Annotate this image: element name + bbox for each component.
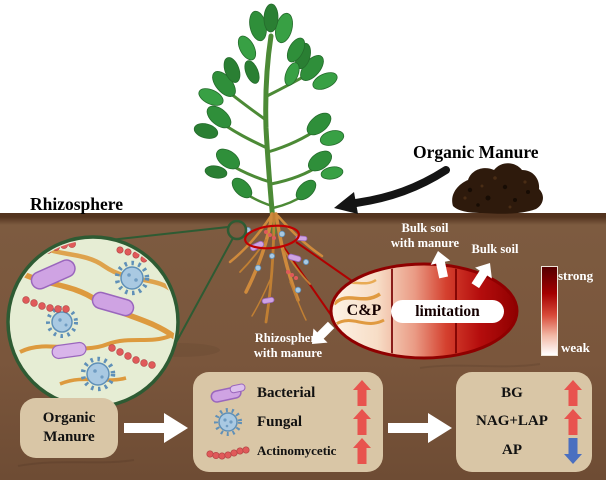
bacterial-row: Bacterial [205, 380, 371, 406]
bulk-soil-with-manure-line2: with manure [390, 235, 460, 250]
actinomycetic-row: Actinomycetic [205, 438, 371, 464]
trend-up-icon [353, 380, 371, 406]
limitation-pill: limitation [391, 300, 504, 323]
organic-manure-box-line2: Manure [43, 429, 95, 445]
legend-strong-label: strong [558, 268, 594, 283]
fungal-row: Fungal [205, 408, 371, 436]
bacteria-rod-icon [205, 382, 251, 404]
trend-up-icon [564, 380, 582, 407]
trend-up-icon [353, 409, 371, 435]
flow-arrows [124, 413, 452, 443]
nag-lap-row: NAG+LAP [466, 408, 582, 435]
enzymes-box: BG NAG+LAP AP [456, 372, 592, 472]
flow-arrow-2 [388, 413, 452, 443]
fungal-label: Fungal [257, 413, 303, 430]
organic-manure-box: Organic Manure [20, 398, 118, 458]
manure-pile [452, 163, 543, 214]
bg-label: BG [501, 384, 523, 401]
rhizosphere-with-manure-label: Rhizosphere with manure [238, 331, 338, 360]
rhizosphere-zoom-circle [6, 235, 180, 409]
red-source-ellipse [244, 224, 300, 250]
bulk-soil-label: Bulk soil [471, 242, 519, 256]
ellipse-direction-arrows [312, 251, 492, 344]
rhizosphere-with-manure-line2: with manure [253, 345, 323, 360]
root-zone-microbes [244, 226, 309, 305]
rhizosphere-with-manure-line1: Rhizosphere [254, 331, 322, 345]
ap-label: AP [502, 442, 522, 459]
manure-to-soil-arrow [334, 166, 450, 214]
bacteria-rods [30, 259, 135, 360]
nag-lap-label: NAG+LAP [476, 413, 548, 430]
trend-up-icon [564, 408, 582, 435]
bg-row: BG [466, 380, 582, 407]
organic-manure-heading: Organic Manure [413, 142, 539, 162]
trend-down-icon [564, 437, 582, 464]
actinomycetic-label: Actinomycetic [257, 443, 337, 458]
leaves [193, 3, 345, 201]
fungal-spore-icon [205, 408, 251, 436]
gradient-legend-bar [541, 266, 558, 356]
bacterial-label: Bacterial [257, 384, 316, 401]
legend-weak-label: weak [561, 340, 590, 355]
organic-manure-box-line1: Organic [42, 410, 96, 426]
microbes-box: Bacterial Fungal [193, 372, 383, 472]
actinomycete-chain-icon [205, 442, 251, 460]
rhizosphere-heading: Rhizosphere [30, 194, 124, 214]
bulk-soil-with-manure-line1: Bulk soil [401, 221, 449, 235]
cp-label: C&P [346, 302, 382, 319]
ap-row: AP [466, 437, 582, 464]
fungal-spores [46, 260, 150, 392]
bulk-soil-with-manure-label: Bulk soil with manure [382, 221, 468, 250]
flow-arrow-1 [124, 413, 188, 443]
zoom-connector-lines [109, 226, 234, 351]
trend-up-icon [353, 438, 371, 464]
zoom-source-circle [226, 219, 248, 241]
plant [193, 3, 345, 235]
